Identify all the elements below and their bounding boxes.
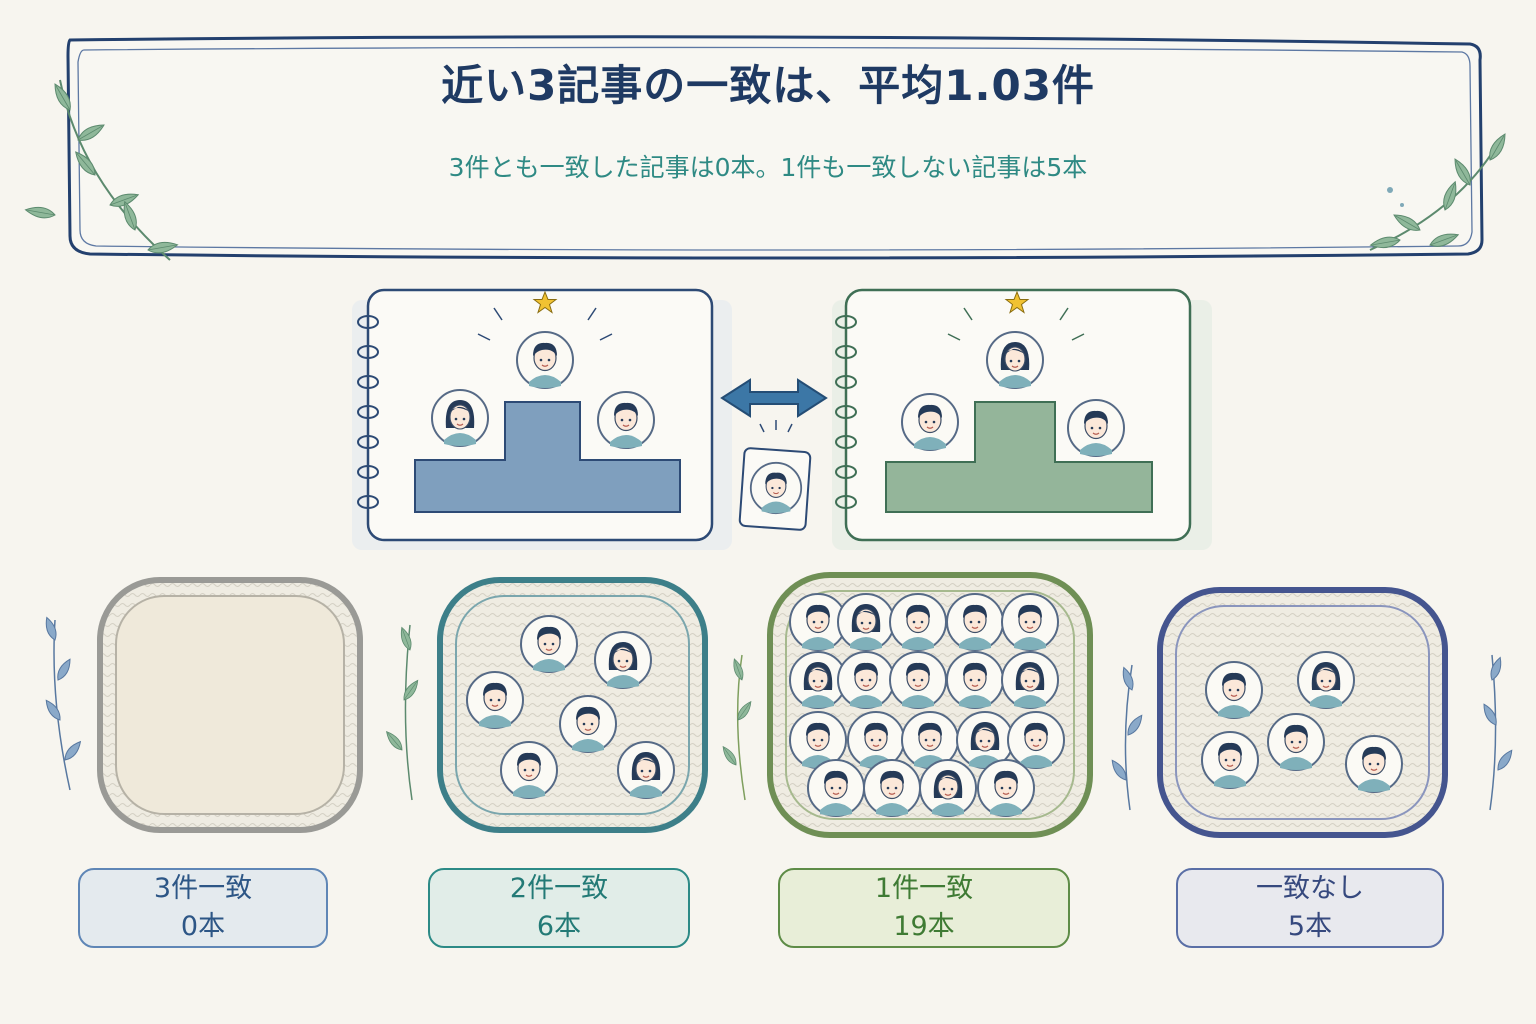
category-count: 19本	[893, 911, 955, 942]
person-token-icon	[837, 651, 895, 709]
left-notebook	[352, 288, 732, 550]
person-token-icon	[919, 759, 977, 817]
person-token-icon	[1201, 731, 1259, 789]
page-title: 近い3記事の一致は、平均1.03件	[441, 61, 1095, 110]
person-token-icon	[1007, 711, 1065, 769]
person-token-icon	[559, 695, 617, 753]
person-token-icon	[500, 741, 558, 799]
category-name: 一致なし	[1256, 873, 1364, 904]
category-count: 6本	[536, 911, 582, 942]
leaf-branch-icon	[1108, 664, 1146, 811]
leaf-branch-icon	[719, 654, 755, 801]
page-subtitle: 3件とも一致した記事は0本。1件も一致しない記事は5本	[448, 153, 1088, 182]
person-token-icon	[1345, 735, 1403, 793]
person-card-icon	[738, 420, 812, 531]
person-token-icon	[837, 593, 895, 651]
person-token-icon	[946, 593, 1004, 651]
right-notebook	[832, 288, 1212, 550]
category-label-no-match: 一致なし 5本	[1176, 868, 1444, 948]
leaf-branch-icon	[383, 624, 422, 801]
category-name: 3件一致	[153, 873, 253, 904]
leaf-branch-icon	[1369, 131, 1510, 251]
person-token-icon	[1001, 651, 1059, 709]
title-frame	[66, 35, 1484, 260]
person-token-icon	[1205, 661, 1263, 719]
leaf-branch-icon	[1480, 654, 1516, 811]
basket-3-match	[97, 577, 363, 833]
category-count: 0本	[180, 911, 226, 942]
category-label-2-match: 2件一致 6本	[428, 868, 690, 948]
tokens-1-match	[789, 593, 1065, 817]
person-token-icon	[520, 615, 578, 673]
leaf-branch-icon	[24, 79, 179, 261]
category-name: 2件一致	[509, 873, 609, 904]
category-count: 5本	[1287, 911, 1333, 942]
person-token-icon	[594, 631, 652, 689]
person-token-icon	[946, 651, 1004, 709]
person-token-icon	[807, 759, 865, 817]
leaf-branch-icon	[42, 615, 84, 791]
person-token-icon	[889, 651, 947, 709]
person-token-icon	[617, 741, 675, 799]
category-label-1-match: 1件一致 19本	[778, 868, 1070, 948]
person-token-icon	[977, 759, 1035, 817]
person-token-icon	[863, 759, 921, 817]
person-token-icon	[1267, 713, 1325, 771]
person-token-icon	[889, 593, 947, 651]
basket-no-match	[1157, 587, 1448, 838]
person-token-icon	[1297, 651, 1355, 709]
category-label-3-match: 3件一致 0本	[78, 868, 328, 948]
person-token-icon	[1001, 593, 1059, 651]
double-arrow-icon	[720, 378, 828, 418]
category-name: 1件一致	[874, 873, 974, 904]
person-token-icon	[466, 671, 524, 729]
